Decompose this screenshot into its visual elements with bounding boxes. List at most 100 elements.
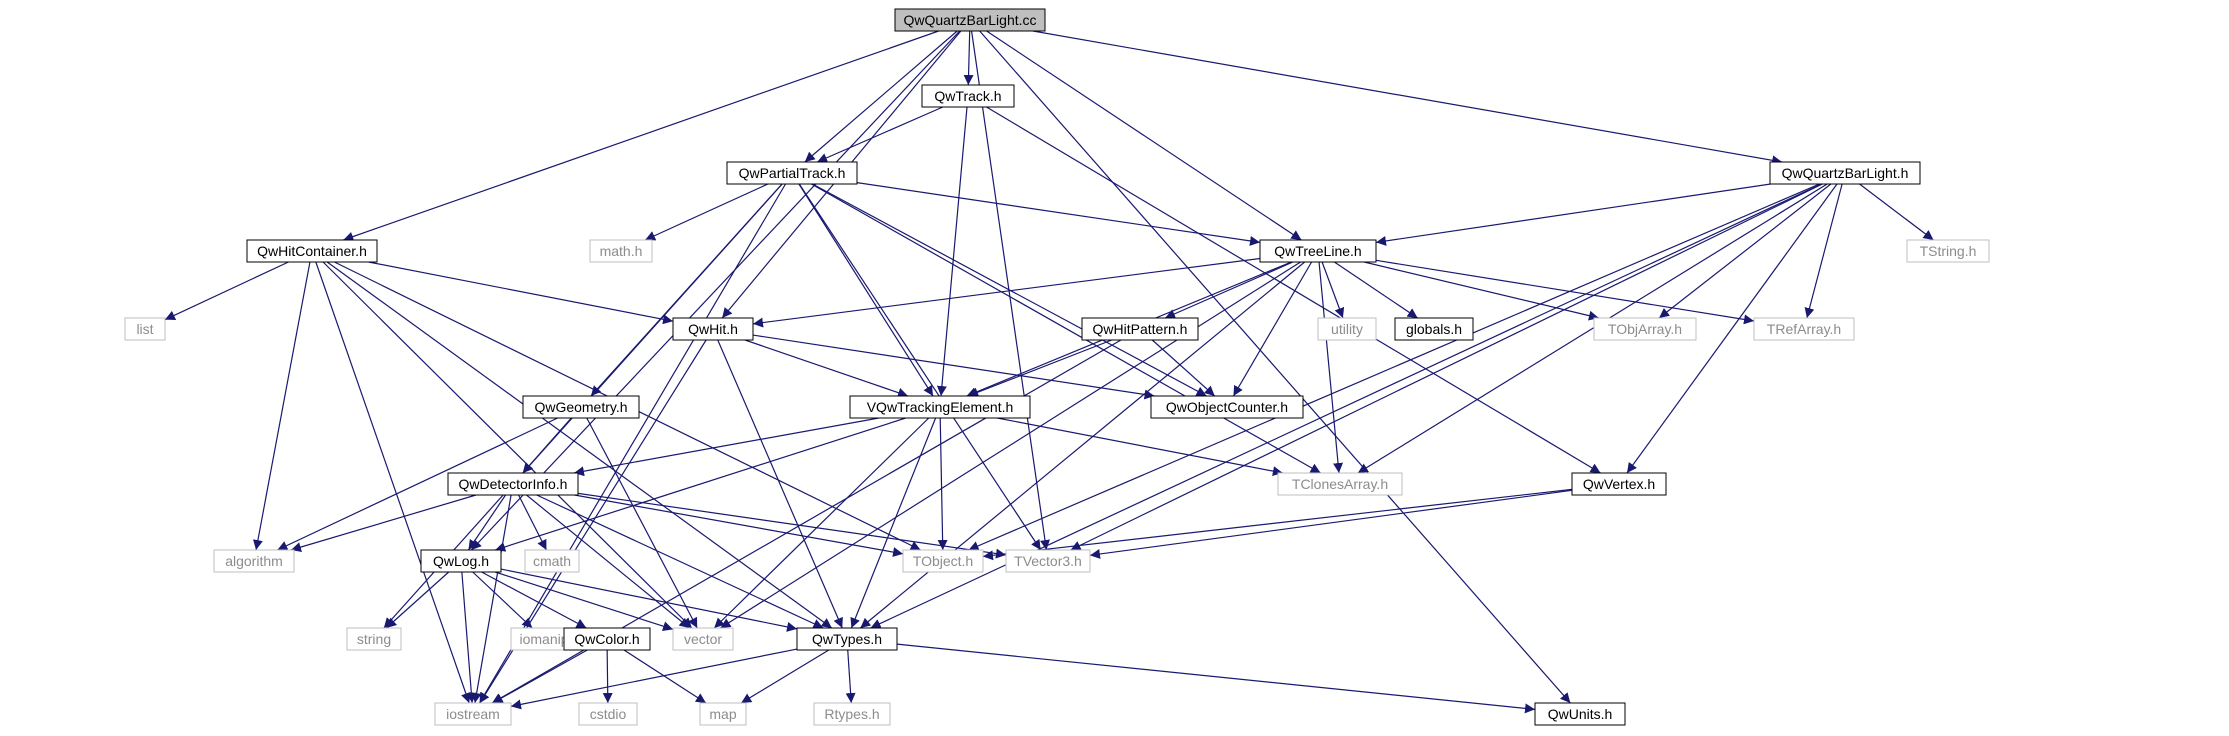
node-box-tclonesarray	[1277, 472, 1403, 496]
edge-qwlog-to-string	[385, 571, 450, 629]
node-qwhitpattern[interactable]: QwHitPattern.h	[1081, 317, 1199, 341]
node-qwgeometry[interactable]: QwGeometry.h	[522, 395, 640, 419]
edge-qwtreeline-to-globals	[1334, 261, 1418, 319]
node-label-vqwtracking: VQwTrackingElement.h	[867, 399, 1014, 415]
edge-qwquartzbarlight_h-to-tvector3	[1070, 183, 1823, 551]
node-qwlog[interactable]: QwLog.h	[420, 549, 502, 573]
node-qwtypes[interactable]: QwTypes.h	[796, 627, 898, 651]
node-box-qwtrack	[921, 84, 1015, 108]
node-box-tobjarray	[1593, 317, 1697, 341]
node-qwunits[interactable]: QwUnits.h	[1534, 702, 1626, 726]
node-qwquartzbarlight_h[interactable]: QwQuartzBarLight.h	[1769, 161, 1921, 185]
node-box-algorithm	[213, 549, 295, 573]
edge-vqwtracking-to-vector	[713, 417, 930, 629]
node-math: math.h	[589, 239, 653, 263]
edge-qwhitcontainer-to-algorithm	[252, 261, 311, 551]
node-tclonesarray: TClonesArray.h	[1277, 472, 1403, 496]
edge-qwhit-to-qwobjcounter	[752, 334, 1155, 400]
edge-qwhit-to-vqwtracking	[744, 339, 909, 398]
node-box-utility	[1317, 317, 1377, 341]
node-tobject: TObject.h	[902, 549, 984, 573]
node-label-qwtypes: QwTypes.h	[812, 631, 882, 647]
node-vqwtracking[interactable]: VQwTrackingElement.h	[849, 395, 1031, 419]
edge-vqwtracking-to-qwtypes	[850, 417, 937, 629]
node-qwtreeline[interactable]: QwTreeLine.h	[1259, 239, 1377, 263]
edge-vqwtracking-to-qwlog	[495, 417, 906, 552]
node-qwcolor[interactable]: QwColor.h	[563, 627, 651, 651]
edge-qwquartzbarlight_h-to-qwtreeline	[1375, 183, 1771, 246]
edge-vqwtracking-to-qwdetectorinfo	[573, 417, 880, 477]
edge-qwhitcontainer-to-list	[164, 261, 289, 321]
edge-qwtypes-to-qwunits	[896, 643, 1536, 714]
node-box-cmath	[524, 549, 580, 573]
edge-qwtreeline-to-qwobjcounter	[1232, 261, 1313, 397]
edge-qwdetectorinfo-to-qwtypes	[536, 494, 824, 629]
node-box-qwvertex	[1571, 472, 1667, 496]
node-label-math: math.h	[600, 243, 643, 259]
node-box-qwdetectorinfo	[447, 472, 579, 496]
node-box-qwtreeline	[1259, 239, 1377, 263]
node-label-qwdetectorinfo: QwDetectorInfo.h	[459, 476, 568, 492]
node-iostream: iostream	[434, 702, 512, 726]
edge-qwtreeline-to-qwtypes	[859, 261, 1306, 629]
node-rtypes: Rtypes.h	[813, 702, 891, 726]
node-box-iostream	[434, 702, 512, 726]
edge-root-to-qwquartzbarlight_h	[1032, 30, 1783, 166]
node-label-qwlog: QwLog.h	[433, 553, 489, 569]
edge-qwquartzbarlight_h-to-trefarray	[1804, 183, 1843, 319]
edge-qwpartialtrack-to-tvector3	[798, 183, 1042, 551]
node-label-tclonesarray: TClonesArray.h	[1292, 476, 1388, 492]
edge-qwgeometry-to-vector	[586, 417, 698, 629]
edge-vqwtracking-to-tobject	[937, 417, 948, 551]
node-qwhit[interactable]: QwHit.h	[672, 317, 754, 341]
node-qwobjcounter[interactable]: QwObjectCounter.h	[1150, 395, 1304, 419]
node-label-tstring: TString.h	[1920, 243, 1977, 259]
edge-qwtypes-to-rtypes	[845, 649, 856, 704]
node-label-utility: utility	[1331, 321, 1363, 337]
edge-qwtrack-to-vqwtracking	[936, 106, 968, 397]
node-globals[interactable]: globals.h	[1394, 317, 1474, 341]
edge-qwdetectorinfo-to-vector	[526, 494, 690, 629]
edge-vqwtracking-to-tclonesarray	[997, 417, 1283, 477]
edge-qwtypes-to-map	[740, 649, 830, 704]
node-label-cstdio: cstdio	[590, 706, 627, 722]
edge-root-to-qwpartialtrack	[804, 30, 958, 163]
node-box-qwpartialtrack	[726, 161, 858, 185]
node-qwhitcontainer[interactable]: QwHitContainer.h	[246, 239, 378, 263]
node-label-tvector3: TVector3.h	[1014, 553, 1082, 569]
edge-qwquartzbarlight_h-to-tobject	[968, 183, 1820, 551]
node-label-trefarray: TRefArray.h	[1767, 321, 1841, 337]
edge-qwpartialtrack-to-qwobjcounter	[812, 183, 1207, 397]
edge-qwhit-to-qwtypes	[717, 339, 843, 629]
edge-qwtrack-to-qwvertex	[986, 106, 1601, 474]
edge-root-to-qwunits	[979, 30, 1571, 704]
edge-qwtreeline-to-tclonesarray	[1318, 261, 1343, 474]
node-box-qwunits	[1534, 702, 1626, 726]
edge-qwquartzbarlight_h-to-tstring	[1859, 183, 1934, 241]
node-label-qwhitcontainer: QwHitContainer.h	[257, 243, 367, 259]
node-qwvertex[interactable]: QwVertex.h	[1571, 472, 1667, 496]
edge-qwtreeline-to-vector	[720, 261, 1301, 629]
node-box-vector	[672, 627, 734, 651]
node-tstring: TString.h	[1906, 239, 1990, 263]
edge-qwhitcontainer-to-iostream	[315, 261, 471, 704]
node-label-qwtreeline: QwTreeLine.h	[1274, 243, 1361, 259]
edge-qwcolor-to-iostream	[492, 649, 588, 704]
edge-qwhitcontainer-to-qwhit	[368, 261, 674, 325]
node-label-iostream: iostream	[446, 706, 500, 722]
node-root[interactable]: QwQuartzBarLight.cc	[894, 8, 1046, 32]
edge-qwtreeline-to-tobjarray	[1363, 261, 1600, 321]
edge-qwlog-to-vector	[494, 571, 674, 632]
node-qwdetectorinfo[interactable]: QwDetectorInfo.h	[447, 472, 579, 496]
node-box-qwlog	[420, 549, 502, 573]
edge-qwtreeline-to-qwhit	[752, 257, 1261, 328]
edge-qwtreeline-to-trefarray	[1375, 259, 1755, 325]
node-box-tstring	[1906, 239, 1990, 263]
node-label-qwobjcounter: QwObjectCounter.h	[1166, 399, 1288, 415]
node-box-qwhit	[672, 317, 754, 341]
edge-qwtrack-to-qwpartialtrack	[816, 106, 944, 163]
node-qwpartialtrack[interactable]: QwPartialTrack.h	[726, 161, 858, 185]
edge-qwhitcontainer-to-qwtypes	[326, 261, 833, 629]
edge-qwhitcontainer-to-vector	[322, 261, 693, 629]
node-qwtrack[interactable]: QwTrack.h	[921, 84, 1015, 108]
